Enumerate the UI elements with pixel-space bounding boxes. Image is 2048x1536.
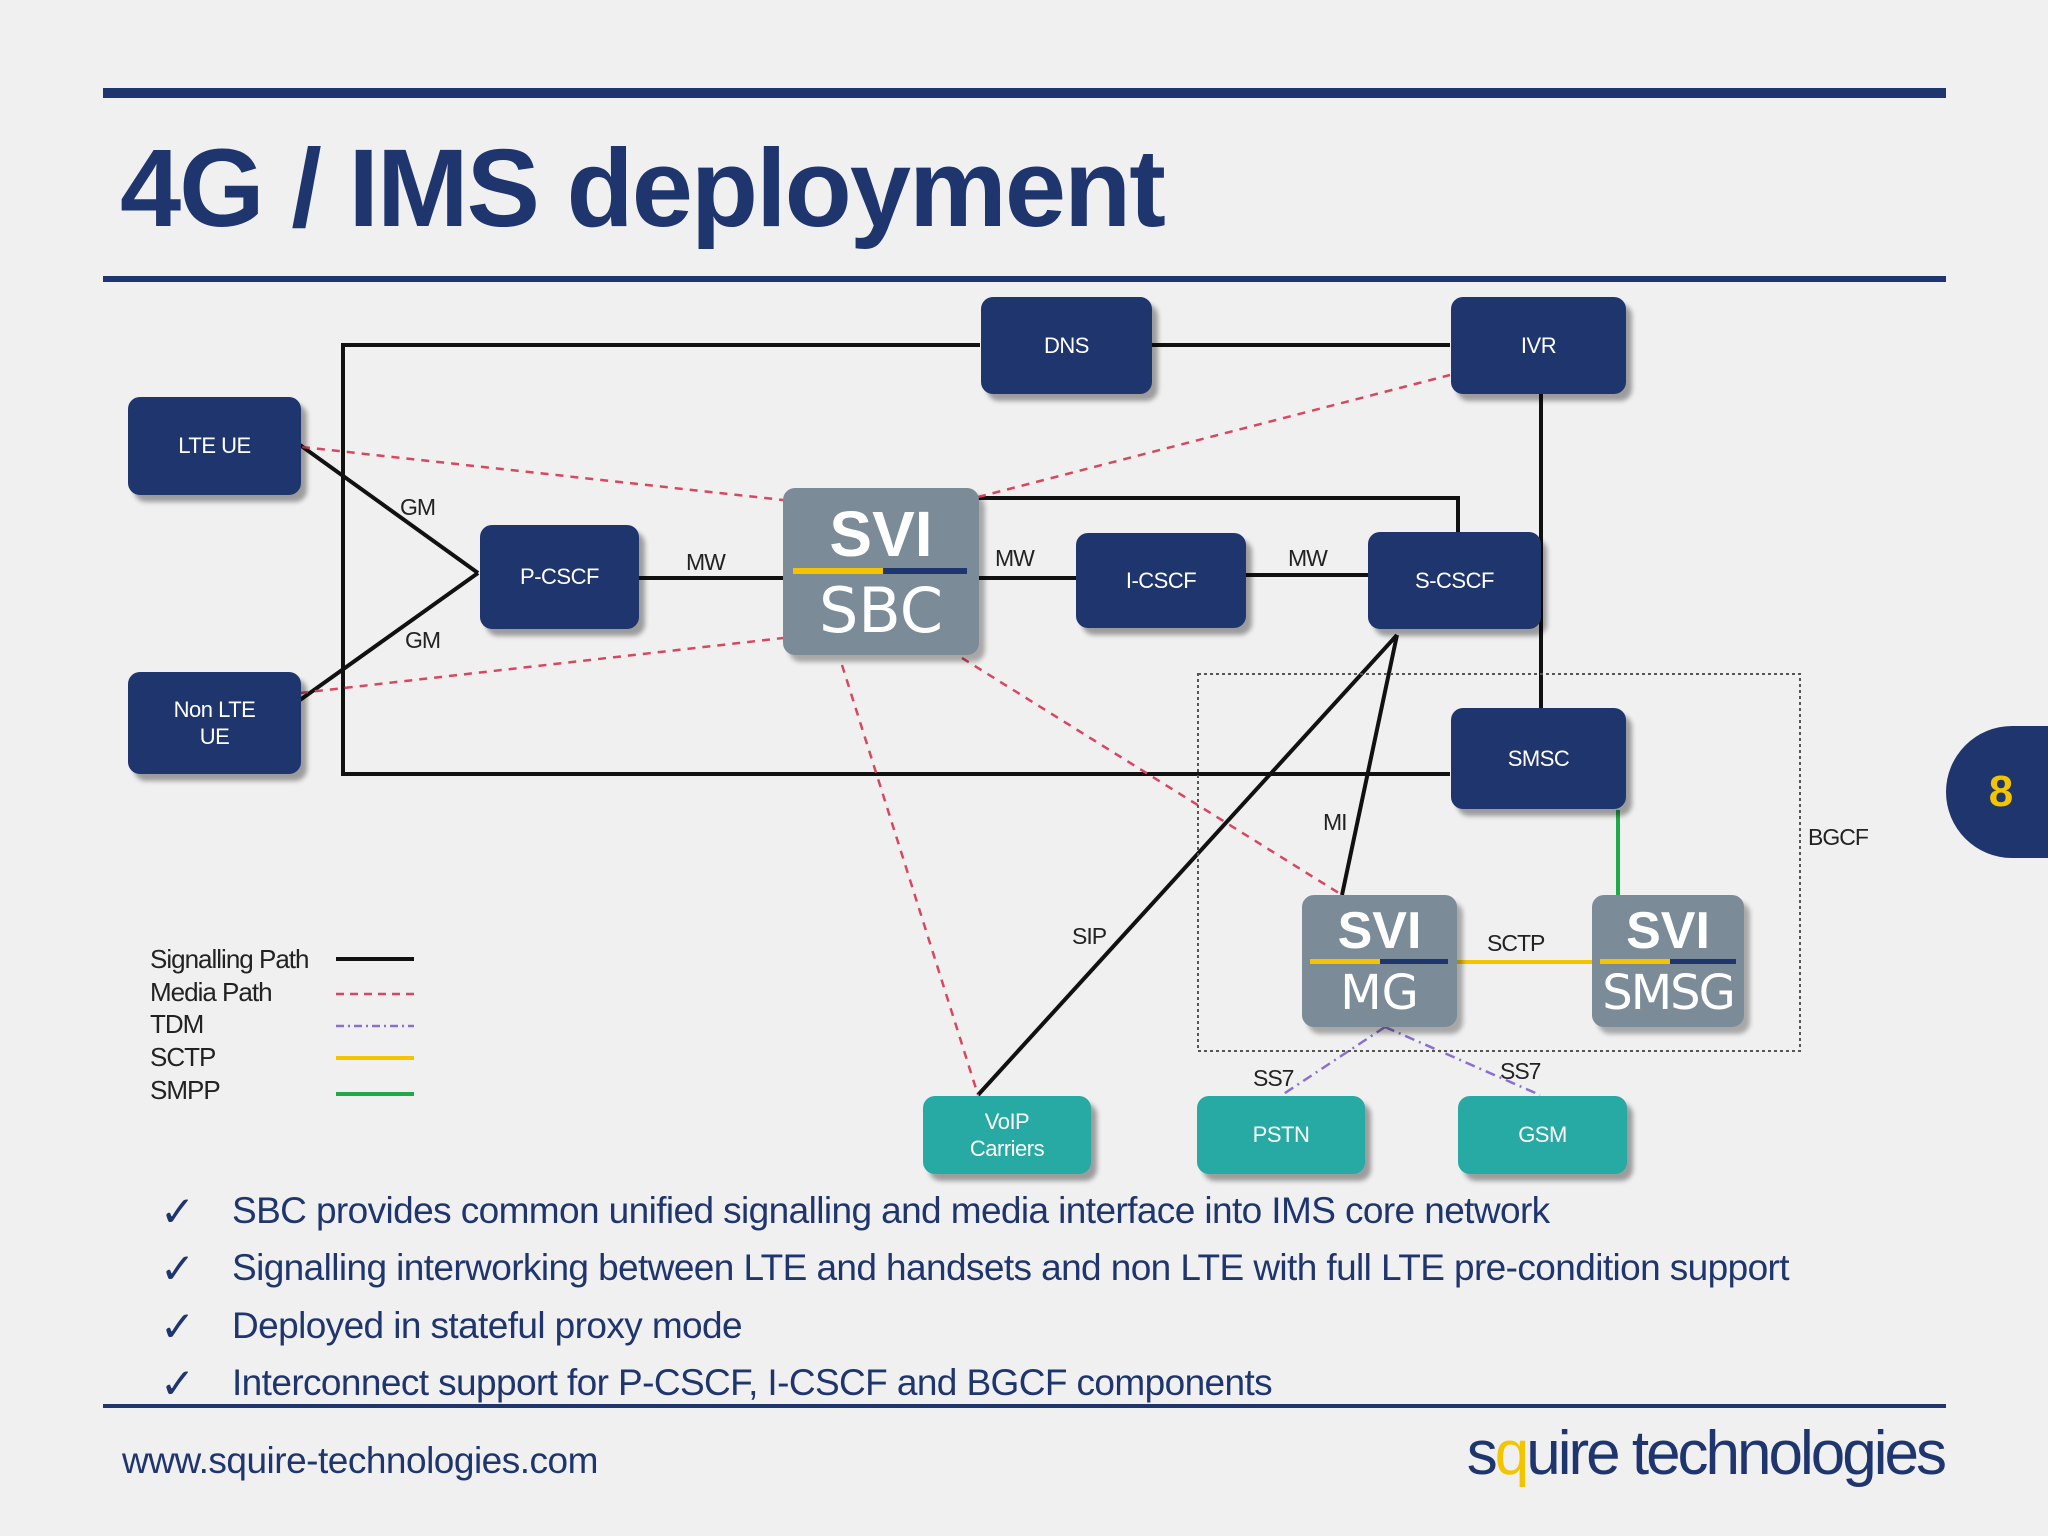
svi-mg: SVI MG [1302, 895, 1457, 1027]
legend-media-path: Media Path [150, 977, 273, 1007]
edge-label-gm-bottom: GM [405, 627, 441, 653]
page-number-tab: 8 [1946, 726, 2048, 858]
bullet-text: Deployed in stateful proxy mode [232, 1305, 743, 1346]
brand-logo: squire technologies [1466, 1418, 1947, 1489]
svi-mg-stripe-yellow [1310, 959, 1380, 964]
legend-tdm: TDM [150, 1009, 204, 1039]
signalling-lte-pcscf [298, 443, 480, 575]
edge-label-sip: SIP [1072, 923, 1107, 949]
edge-label-mi: MI [1323, 809, 1348, 835]
bullet-item: ✓ Signalling interworking between LTE an… [160, 1243, 1790, 1293]
node-pstn: PSTN [1197, 1096, 1365, 1174]
signalling-sbc-scscf-top [978, 496, 1460, 532]
node-dns: DNS [981, 297, 1152, 394]
brand-logo-part: s [1466, 1419, 1498, 1488]
edge-label-mw-3: MW [1288, 545, 1328, 571]
bullet-text: SBC provides common unified signalling a… [232, 1190, 1550, 1231]
node-i-cscf: I-CSCF [1076, 533, 1246, 628]
bullet-item: ✓ Interconnect support for P-CSCF, I-CSC… [160, 1358, 1273, 1408]
svi-sbc-stripe-yellow [793, 568, 883, 574]
edge-label-sctp: SCTP [1487, 930, 1545, 956]
svi-smsg-stripe-blue [1670, 959, 1736, 964]
signalling-scscf-voip [976, 633, 1399, 1097]
node-gsm: GSM [1458, 1096, 1627, 1174]
node-smsc: SMSC [1451, 708, 1626, 809]
legend-sctp: SCTP [150, 1042, 216, 1072]
edge-label-ss7-right: SS7 [1500, 1058, 1541, 1084]
footer-url[interactable]: www.squire-technologies.com [122, 1440, 598, 1481]
media-sbc-ivr [977, 373, 1451, 499]
svi-sbc: SVI SBC [783, 488, 979, 655]
svi-sbc-brand: SVI [829, 498, 933, 570]
checkmark-icon: ✓ [160, 1301, 196, 1351]
node-non-lte-ue: Non LTE UE [128, 672, 301, 774]
node-voip-carriers: VoIP Carriers [923, 1096, 1091, 1174]
brand-logo-accent: q [1494, 1419, 1530, 1488]
checkmark-icon: ✓ [160, 1358, 196, 1408]
svi-mg-stripe-blue [1380, 959, 1448, 964]
node-p-cscf: P-CSCF [480, 525, 639, 629]
edge-label-gm-top: GM [400, 494, 436, 520]
bullet-text: Interconnect support for P-CSCF, I-CSCF … [232, 1362, 1273, 1403]
edge-label-ss7-left: SS7 [1253, 1065, 1294, 1091]
legend-signalling-path: Signalling Path [150, 944, 309, 974]
tdm-paths [1281, 1025, 1541, 1097]
signalling-loop [341, 343, 1450, 776]
node-lte-ue: LTE UE [128, 397, 301, 495]
bullet-item: ✓ SBC provides common unified signalling… [160, 1186, 1550, 1236]
svi-smsg-brand: SVI [1626, 902, 1710, 960]
media-lte-sbc [301, 445, 784, 502]
svi-mg-brand: SVI [1337, 902, 1422, 960]
legend-swatches [336, 957, 414, 1096]
svi-smsg-stripe-yellow [1600, 959, 1670, 964]
page-number: 8 [1988, 767, 2014, 816]
media-nonlte-sbc [299, 636, 784, 695]
bgcf-region [1197, 673, 1801, 1052]
edge-label-mw-1: MW [686, 549, 726, 575]
footer-rule [103, 1404, 1946, 1408]
edge-label-bgcf: BGCF [1808, 824, 1869, 850]
svi-mg-label: MG [1340, 965, 1419, 1021]
title-underline [103, 276, 1946, 282]
tdm-mg-pstn [1281, 1025, 1386, 1097]
signalling-scscf-mg [1340, 634, 1399, 896]
legend-smpp: SMPP [150, 1075, 221, 1105]
svi-sbc-label: SBC [818, 574, 944, 647]
brand-logo-part: uire technologies [1526, 1419, 1947, 1488]
svi-sbc-stripe-blue [883, 568, 967, 574]
page-title: 4G / IMS deployment [120, 127, 1166, 250]
svi-smsg: SVI SMSG [1592, 895, 1744, 1027]
bullet-item: ✓ Deployed in stateful proxy mode [160, 1301, 743, 1351]
top-rule [103, 88, 1946, 98]
checkmark-icon: ✓ [160, 1243, 196, 1293]
node-s-cscf: S-CSCF [1368, 532, 1541, 629]
signalling-paths [298, 343, 1543, 1097]
media-sbc-mg [961, 656, 1343, 897]
signalling-nonlte-pcscf [298, 571, 480, 702]
media-sbc-voip [840, 664, 980, 1096]
edge-label-mw-2: MW [995, 545, 1035, 571]
checkmark-icon: ✓ [160, 1186, 196, 1236]
tdm-mg-gsm [1384, 1025, 1541, 1097]
media-paths [299, 373, 1451, 1096]
node-ivr: IVR [1451, 297, 1626, 394]
bullet-text: Signalling interworking between LTE and … [232, 1247, 1790, 1288]
svi-smsg-label: SMSG [1602, 965, 1736, 1021]
